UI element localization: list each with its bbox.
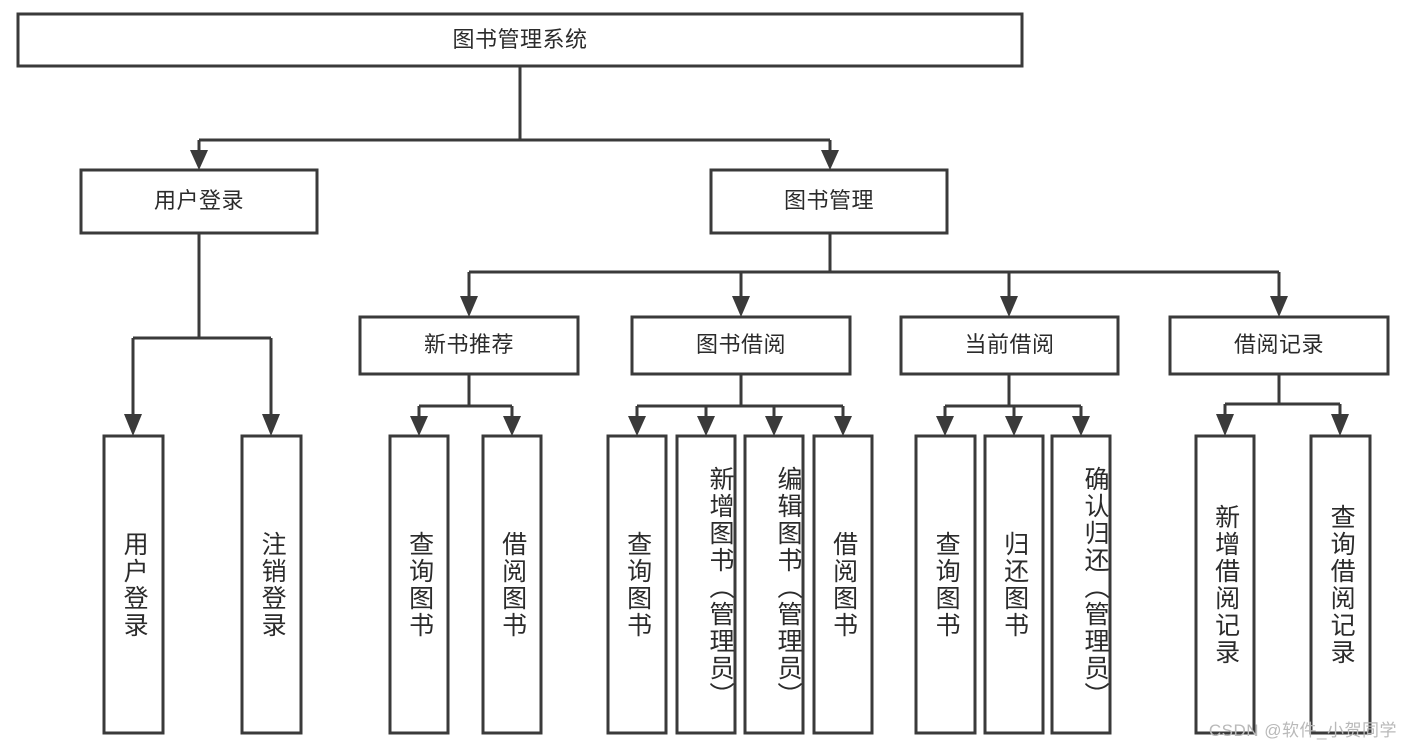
node-box-leaf-confirm-return[interactable] — [1050, 434, 1112, 735]
nodes-layer — [16, 12, 1390, 735]
node-box-book-manage[interactable] — [709, 168, 949, 235]
node-box-leaf-edit-book[interactable] — [743, 434, 805, 735]
arrowhead-leaf-user-login — [124, 414, 142, 436]
node-box-current-borrow[interactable] — [899, 315, 1120, 376]
arrowhead-current-borrow — [1000, 296, 1018, 317]
node-box-leaf-query-book-borrow[interactable] — [606, 434, 668, 735]
node-box-leaf-query-book-current[interactable] — [914, 434, 977, 735]
node-box-leaf-add-borrow-record[interactable] — [1194, 434, 1256, 735]
arrowhead-new-book-rec — [460, 296, 478, 317]
node-box-leaf-borrow-book-rec[interactable] — [481, 434, 543, 735]
node-box-leaf-add-book[interactable] — [675, 434, 737, 735]
arrowhead-borrow-record — [1270, 296, 1288, 317]
node-box-new-book-rec[interactable] — [358, 315, 580, 376]
node-box-leaf-user-login[interactable] — [102, 434, 165, 735]
arrowhead-book-borrow — [732, 296, 750, 317]
node-box-root[interactable] — [16, 12, 1024, 68]
node-box-leaf-query-book-rec[interactable] — [388, 434, 450, 735]
node-box-user-login[interactable] — [79, 168, 319, 235]
arrowhead-leaf-query-book-current — [936, 416, 954, 436]
node-box-leaf-borrow-book[interactable] — [812, 434, 874, 735]
node-box-book-borrow[interactable] — [630, 315, 852, 376]
node-box-borrow-record[interactable] — [1168, 315, 1390, 376]
arrowhead-leaf-borrow-book — [834, 416, 852, 436]
arrowhead-leaf-edit-book — [765, 416, 783, 436]
arrowhead-book-manage — [821, 150, 839, 170]
arrowhead-leaf-query-borrow-record — [1331, 414, 1349, 436]
watermark-text: CSDN @软件_小贺同学 — [1208, 721, 1397, 740]
arrowhead-leaf-add-book — [697, 416, 715, 436]
arrowhead-leaf-borrow-book-rec — [503, 416, 521, 436]
arrowhead-leaf-user-logout — [262, 414, 280, 436]
arrowhead-leaf-add-borrow-record — [1216, 414, 1234, 436]
arrowhead-leaf-query-book-rec — [410, 416, 428, 436]
node-box-leaf-return-book[interactable] — [983, 434, 1045, 735]
arrowhead-leaf-query-book-borrow — [628, 416, 646, 436]
arrowhead-leaf-return-book — [1005, 416, 1023, 436]
arrowhead-user-login — [190, 150, 208, 170]
node-box-leaf-user-logout[interactable] — [240, 434, 303, 735]
connectors-layer — [124, 66, 1349, 436]
arrowhead-leaf-confirm-return — [1072, 416, 1090, 436]
node-box-leaf-query-borrow-record[interactable] — [1309, 434, 1372, 735]
